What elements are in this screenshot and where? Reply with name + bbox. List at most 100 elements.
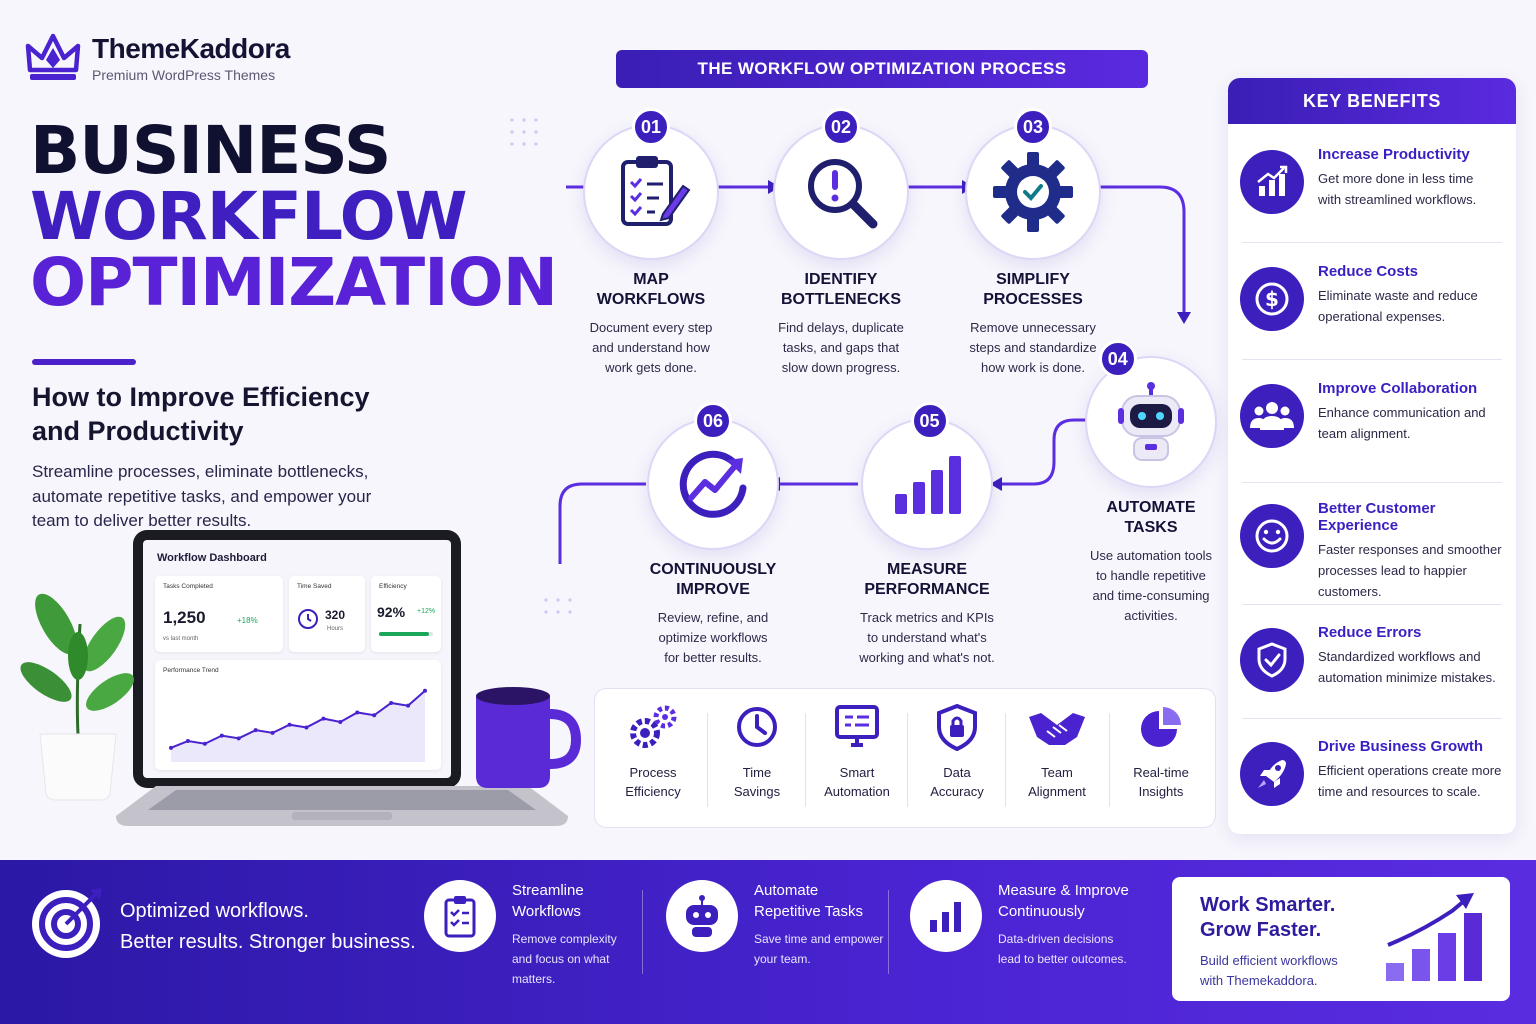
hero-subtitle: How to Improve Efficiency and Productivi… [32,380,422,449]
mug-illustration [476,687,582,788]
hero-subtitle-line-1: How to Improve Efficiency [32,382,370,412]
band-headline: Optimized workflows. Better results. Str… [120,896,416,958]
benefit-divider [1242,482,1502,483]
step-05-number: 05 [910,402,949,440]
laptop-keyboard [116,786,568,826]
hero-line-3: OPTIMIZATION [30,244,558,321]
shield-check-icon [1240,628,1304,692]
trend-line [170,689,426,749]
dollar-icon: $ [1240,267,1304,331]
team-icon [1240,384,1304,448]
step-01-circle: 01 [583,108,719,260]
trend-point [270,730,275,735]
trend-point [423,688,427,693]
hero-description: Streamline processes, eliminate bottlene… [32,462,372,531]
key-benefits-title: KEY BENEFITS [1228,78,1516,124]
shield-lock-icon [937,703,977,752]
growth-bars-icon [1386,893,1482,981]
trend-point [406,703,411,708]
time-unit: Hours [327,626,344,632]
clock-icon [737,707,777,747]
benefit-divider [1242,359,1502,360]
band-headline-line-1: Optimized workflows. [120,900,309,922]
time-value: 320 [325,608,346,622]
bar-chart-icon [895,456,961,514]
trend-point [236,736,241,741]
trend-label: Performance Trend [163,667,219,674]
step-03-circle: 03 [965,108,1101,260]
dashboard-screen: Workflow Dashboard Tasks Completed 1,250… [143,540,451,778]
dashboard-title: Workflow Dashboard [157,552,267,564]
time-label: Time Saved [297,583,332,590]
bar-chart-icon [910,880,982,952]
tasks-delta: +18% [237,616,258,625]
brand[interactable]: ThemeKaddora Premium WordPress Themes [24,30,290,86]
band-headline-line-2: Better results. Stronger business. [120,931,416,953]
efficiency-bar [379,632,433,636]
trend-point [389,700,394,705]
feature-divider [1109,713,1110,807]
robot-icon [1118,382,1184,461]
gear-check-icon [993,152,1073,232]
trend-point [372,713,377,718]
benefit-title: Reduce Costs [1318,263,1419,280]
efficiency-value: 92% [377,604,406,620]
step-02-number: 02 [822,108,860,146]
feature-divider [805,713,806,807]
tasks-note: vs last month [163,636,199,642]
step-04-number: 04 [1098,340,1137,378]
step-02-circle: 02 [773,108,909,260]
brand-name: ThemeKaddora [92,33,290,64]
band-divider [888,890,889,974]
step-01-number: 01 [632,108,670,146]
clock-icon [298,609,318,629]
trend-point [321,716,326,721]
cta-card[interactable]: Work Smarter.Grow Faster. Build efficien… [1172,877,1510,1001]
benefit-divider [1242,604,1502,605]
benefit-title: Reduce Errors [1318,624,1422,641]
trend-point [338,720,343,724]
trend-point [202,741,207,746]
brand-tagline: Premium WordPress Themes [92,67,276,83]
laptop: Workflow Dashboard Tasks Completed 1,250… [133,530,461,788]
cta-title: Work Smarter.Grow Faster. [1200,894,1336,941]
process-title: THE WORKFLOW OPTIMIZATION PROCESS [616,50,1148,88]
step-06-circle: 06 [647,402,779,550]
